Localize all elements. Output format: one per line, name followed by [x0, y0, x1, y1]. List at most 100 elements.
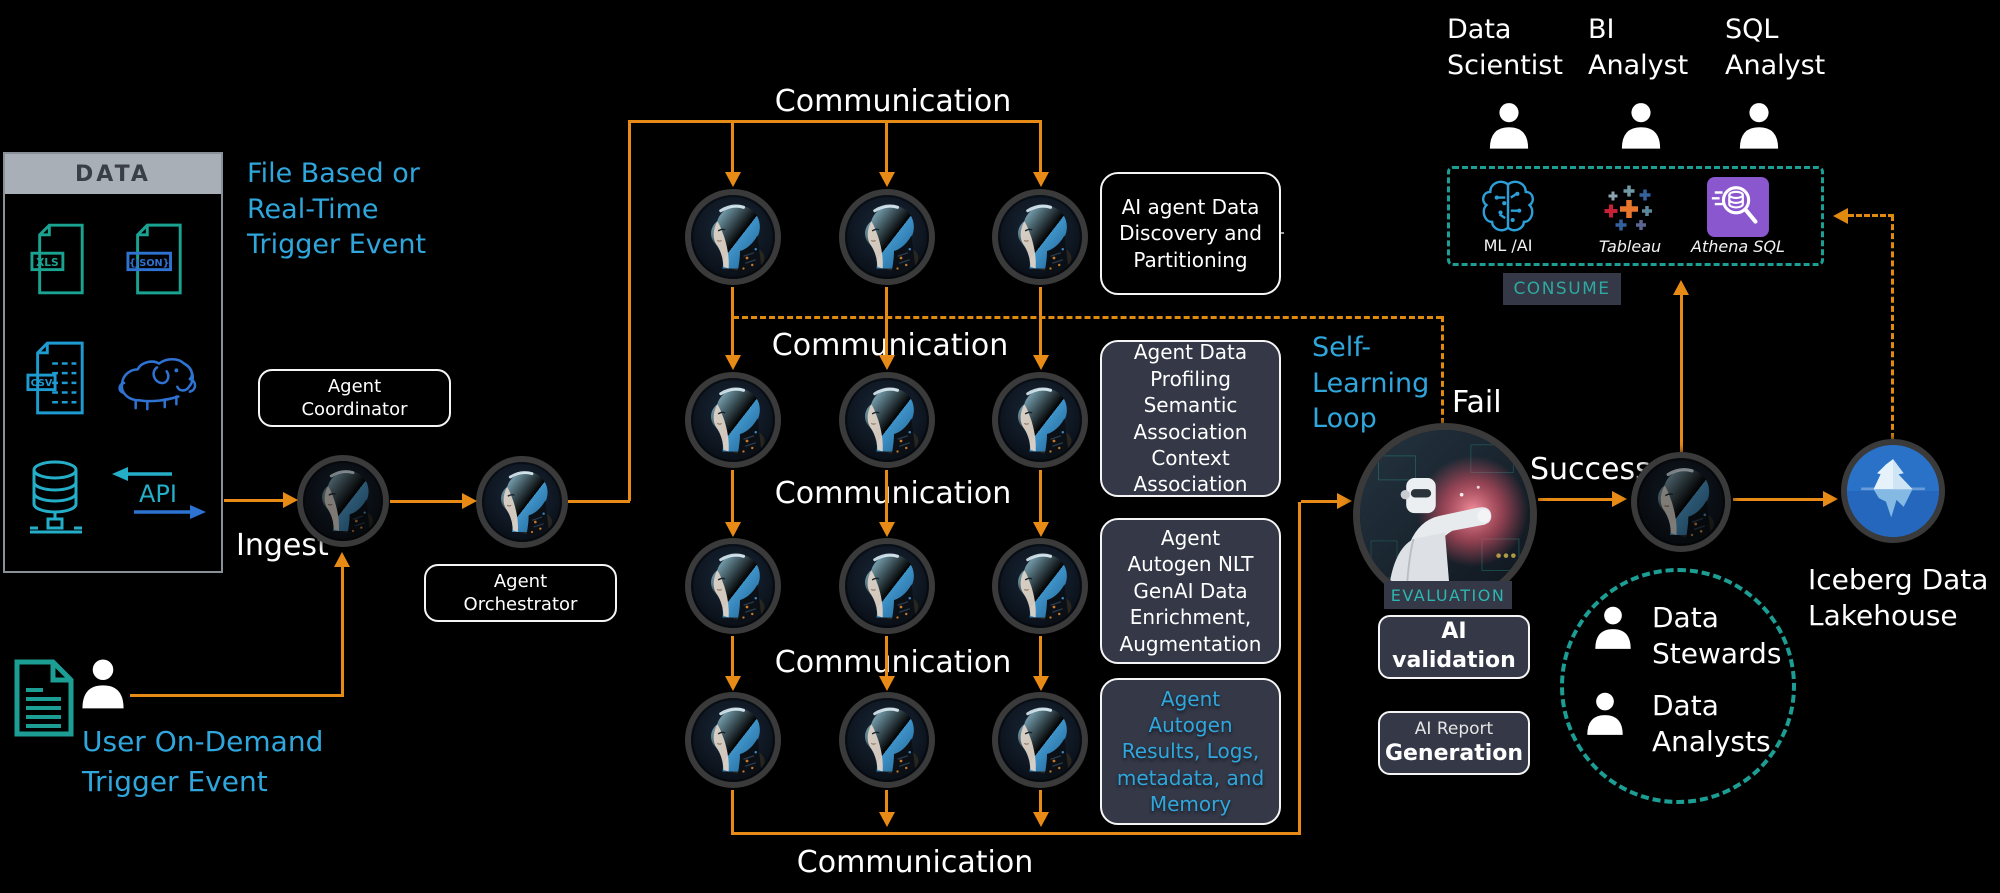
- athena-sql-icon: [1707, 177, 1769, 237]
- ai-agent-avatar: [685, 189, 781, 285]
- flow-line: [224, 499, 286, 502]
- xls-file-icon: XLS: [30, 223, 84, 295]
- persona-bi-analyst: BI Analyst: [1588, 14, 1689, 82]
- communication-label: Communication: [796, 845, 1034, 880]
- flow-line: [1538, 498, 1614, 501]
- ai-agent-avatar: [992, 538, 1088, 634]
- flow-line: [1039, 636, 1042, 676]
- person-icon: [1614, 98, 1668, 152]
- agent-coordinator-box: Agent Coordinator: [258, 369, 451, 427]
- communication-label: Communication: [774, 645, 1012, 680]
- evaluation-tag: EVALUATION: [1384, 581, 1512, 609]
- flow-line: [1039, 121, 1042, 172]
- flow-line: [1039, 470, 1042, 522]
- ai-agent-avatar: [839, 372, 935, 468]
- flow-line: [731, 470, 734, 522]
- flow-line: [885, 287, 888, 355]
- database-icon: [28, 458, 84, 538]
- arrowhead: [1033, 676, 1049, 691]
- arrowhead: [1033, 522, 1049, 537]
- arrowhead: [725, 676, 741, 691]
- flow-line: [341, 566, 344, 696]
- ai-agent-avatar: [992, 692, 1088, 788]
- flow-line: [885, 790, 888, 812]
- arrowhead: [1033, 812, 1049, 827]
- flow-line: [885, 470, 888, 522]
- iceberg-lakehouse-icon: [1841, 439, 1945, 543]
- ai-agent-avatar: [992, 189, 1088, 285]
- file-trigger-label: File Based or Real-Time Trigger Event: [247, 158, 427, 261]
- process-box-discovery: AI agent Data Discovery and Partitioning: [1100, 172, 1281, 295]
- agent-orchestrator-box: Agent Orchestrator: [424, 564, 617, 622]
- process-box-memory: Agent Autogen Results, Logs, metadata, a…: [1100, 678, 1281, 825]
- ml-ai-label: ML /AI: [1483, 236, 1533, 255]
- arrowhead: [1833, 208, 1848, 224]
- document-icon: [14, 659, 74, 737]
- arrowhead: [879, 676, 895, 691]
- flow-line: [130, 694, 344, 697]
- evaluation-robot-image: [1353, 423, 1537, 607]
- api-label: API: [139, 480, 177, 508]
- person-icon: [1588, 602, 1638, 652]
- arrowhead: [1673, 280, 1689, 295]
- flow-line: [568, 500, 630, 503]
- ai-agent-avatar: [685, 372, 781, 468]
- success-agent-avatar: [1631, 452, 1731, 552]
- arrowhead: [1823, 491, 1838, 507]
- person-icon: [1580, 688, 1630, 738]
- ai-agent-avatar: [839, 692, 935, 788]
- success-label: Success: [1530, 452, 1651, 487]
- arrowhead: [1612, 491, 1627, 507]
- data-stewards-label: Data Stewards: [1652, 601, 1782, 671]
- consume-tag: CONSUME: [1503, 273, 1621, 305]
- communication-label: Communication: [774, 84, 1012, 119]
- arrowhead: [1033, 172, 1049, 187]
- self-learning-dashed-line: [733, 316, 1442, 319]
- consume-tools-box: [1447, 166, 1824, 266]
- persona-sql-analyst: SQL Analyst: [1725, 14, 1826, 82]
- user-person-icon: [74, 654, 132, 712]
- persona-data-scientist: Data Scientist: [1447, 14, 1563, 82]
- arrowhead: [725, 355, 741, 370]
- flow-line: [1680, 294, 1683, 452]
- ai-agent-avatar: [839, 189, 935, 285]
- ai-agent-avatar: [992, 372, 1088, 468]
- csv-badge: CSV: [31, 378, 53, 389]
- arrowhead: [462, 493, 477, 509]
- hadoop-icon: [110, 350, 204, 412]
- user-trigger-label: User On-Demand Trigger Event: [82, 725, 324, 798]
- flow-line: [1039, 790, 1042, 812]
- api-icon: API: [112, 467, 206, 519]
- arrowhead: [283, 492, 298, 508]
- fail-label: Fail: [1452, 385, 1502, 420]
- flow-line: [731, 287, 734, 355]
- csv-file-icon: CSV: [26, 341, 84, 415]
- ai-report-line1: AI Report: [1414, 718, 1494, 739]
- data-panel-header: DATA: [5, 154, 221, 194]
- lakehouse-label: Iceberg Data Lakehouse: [1808, 563, 1989, 633]
- ai-report-box: AI Report Generation: [1378, 711, 1530, 775]
- self-learning-dashed-line: [1441, 316, 1444, 424]
- flow-line: [731, 636, 734, 676]
- arrowhead: [1337, 493, 1352, 509]
- arrowhead: [879, 172, 895, 187]
- person-icon: [1482, 98, 1536, 152]
- arrowhead: [1033, 355, 1049, 370]
- flow-line: [628, 121, 631, 501]
- arrowhead: [879, 355, 895, 370]
- governance-circle: [1560, 568, 1796, 804]
- process-box-profiling: Agent Data Profiling Semantic Associatio…: [1100, 340, 1281, 497]
- ai-validation-box: AI validation: [1378, 615, 1530, 679]
- arrowhead: [334, 552, 350, 567]
- flow-line: [885, 636, 888, 676]
- ai-report-line2: Generation: [1384, 740, 1524, 766]
- communication-label: Communication: [774, 476, 1012, 511]
- flow-line: [731, 832, 1301, 835]
- tableau-icon: [1601, 183, 1657, 235]
- arrowhead: [725, 172, 741, 187]
- orchestrator-agent-avatar: [476, 456, 568, 548]
- flow-line: [731, 121, 734, 172]
- tableau-label: Tableau: [1598, 237, 1662, 256]
- flow-line: [1298, 502, 1301, 834]
